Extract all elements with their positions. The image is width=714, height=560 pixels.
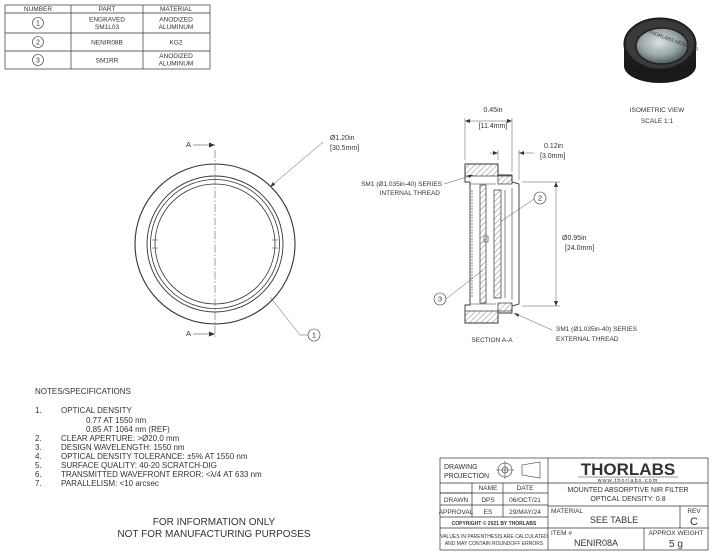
front-view: A A Ø1.20in [30.5mm] 1 [134, 135, 359, 342]
row3-number: 3 [36, 58, 40, 65]
section-width-in: 0.45in [483, 107, 502, 114]
table-header-number: NUMBER [24, 6, 52, 13]
material-label: MATERIAL [551, 508, 583, 515]
title-block: DRAWING PROJECTION NAME DATE DRAWN DPS 0… [439, 457, 709, 551]
disclaimer-line1: FOR INFORMATION ONLY [153, 517, 276, 528]
internal-thread-line1: SM1 (Ø1.035in-40) SERIES [361, 181, 443, 188]
notes: NOTES/SPECIFICATIONS 1. OPTICAL DENSITY … [35, 387, 262, 488]
note-5-text: SURFACE QUALITY: 40-20 SCRATCH-DIG [61, 461, 217, 470]
row3-material-line1: ANODIZED [159, 53, 193, 60]
weight-value: 5 g [669, 539, 683, 550]
section-height-mm: [24.0mm] [565, 245, 594, 252]
note-number: 4. [35, 452, 42, 461]
section-balloon-2: 2 [538, 194, 542, 203]
note-number: 1. [35, 406, 42, 415]
balloon-circle [32, 36, 44, 48]
description-line2: OPTICAL DENSITY: 0.8 [590, 496, 665, 503]
row1-material-line1: ANODIZED [159, 17, 193, 24]
front-diameter-in: Ø1.20in [330, 135, 355, 142]
third-angle-projection-icon [496, 461, 541, 479]
approval-date: 29/MAY/24 [509, 509, 541, 516]
note-3-text: DESIGN WAVELENGTH: 1550 nm [61, 443, 185, 452]
row1-material-line2: ALUMINUM [159, 24, 194, 31]
drawn-date: 06/OCT/21 [509, 497, 541, 504]
note-1-sub-1: 0.77 AT 1550 nm [86, 416, 147, 425]
front-balloon-1: 1 [312, 331, 316, 340]
col-name-header: NAME [479, 485, 498, 492]
copyright: COPYRIGHT © 2021 BY THORLABS [452, 520, 537, 527]
external-thread-line2: EXTERNAL THREAD [556, 336, 619, 343]
balloon-circle [32, 17, 44, 29]
note-number: 7. [35, 479, 42, 488]
item-value: NENIR08A [574, 538, 618, 548]
note-2-text: CLEAR APERTURE: >Ø20.0 mm [61, 434, 180, 443]
balloon-circle [32, 54, 44, 66]
note-1-sub-2: 0.85 AT 1064 nm (REF) [86, 425, 170, 434]
section-height-in: Ø0.95in [562, 235, 587, 242]
disclaimer-line2: NOT FOR MANUFACTURING PURPOSES [117, 529, 310, 540]
note-1-text: OPTICAL DENSITY [61, 406, 132, 415]
material-value: SEE TABLE [590, 515, 638, 525]
row1-number: 1 [36, 21, 40, 28]
section-step-mm: [3.0mm] [540, 153, 565, 160]
isometric-view-label: ISOMETRIC VIEW [630, 107, 685, 114]
row2-part: NENIR08B [91, 40, 123, 47]
section-step-in: 0.12in [544, 143, 563, 150]
section-marker-top: A [186, 140, 191, 149]
external-thread-line1: SM1 (Ø1.035in-40) SERIES [556, 326, 638, 333]
approval-label: APPROVAL [439, 509, 474, 516]
note-4-text: OPTICAL DENSITY TOLERANCE: ±5% AT 1550 n… [61, 452, 248, 461]
rounding-note-line2: AND MAY CONTAIN ROUNDOFF ERRORS [445, 541, 544, 547]
section-view: 0.45in [11.4mm] 0.12in [3.0mm] Ø0.95in [… [361, 107, 638, 344]
row1-part-line2: SM1L03 [95, 24, 120, 31]
table-header-part: PART [99, 6, 116, 13]
rev-label: REV [687, 508, 701, 515]
note-number: 2. [35, 434, 42, 443]
item-label: ITEM # [551, 530, 572, 537]
row3-part: SM1RR [96, 58, 119, 65]
description-line1: MOUNTED ABSORPTIVE NIR FILTER [567, 487, 688, 494]
projection-line1: DRAWING [444, 464, 478, 471]
row2-material: KG2 [169, 40, 182, 47]
col-date-header: DATE [517, 485, 535, 492]
product-photo: THORLABS NENIR08A [623, 17, 700, 83]
drawn-label: DRAWN [444, 497, 469, 504]
note-number: 6. [35, 470, 42, 479]
note-6-text: TRANSMITTED WAVEFRONT ERROR: <λ/4 AT 633… [61, 470, 262, 479]
row2-number: 2 [36, 40, 40, 47]
section-width-mm: [11.4mm] [479, 123, 508, 130]
note-number: 5. [35, 461, 42, 470]
front-diameter-mm: [30.5mm] [330, 145, 359, 152]
row3-material-line2: ALUMINUM [159, 61, 194, 68]
isometric-scale-label: SCALE 1:1 [641, 118, 674, 125]
section-caption: SECTION A-A [471, 337, 513, 344]
table-header-material: MATERIAL [160, 6, 192, 13]
internal-thread-line2: INTERNAL THREAD [380, 190, 441, 197]
thorlabs-logo: THORLABS [581, 460, 675, 479]
note-7-text: PARALLELISM: <10 arcsec [61, 479, 159, 488]
parts-table: NUMBER PART MATERIAL 1 ENGRAVED SM1L03 A… [4, 4, 211, 70]
note-number: 3. [35, 443, 42, 452]
row1-part-line1: ENGRAVED [89, 17, 125, 24]
notes-title: NOTES/SPECIFICATIONS [35, 387, 131, 396]
section-marker-bottom: A [186, 329, 191, 338]
rounding-note-line1: VALUES IN PARENTHESIS ARE CALCULATED [440, 534, 548, 540]
website: www.thorlabs.com [597, 478, 659, 484]
weight-label: APPROX WEIGHT [649, 530, 704, 537]
section-balloon-3: 3 [438, 295, 442, 304]
rev-value: C [690, 516, 698, 528]
projection-line2: PROJECTION [444, 473, 489, 480]
drawn-name: DPS [481, 497, 495, 504]
approval-name: ES [484, 509, 493, 516]
